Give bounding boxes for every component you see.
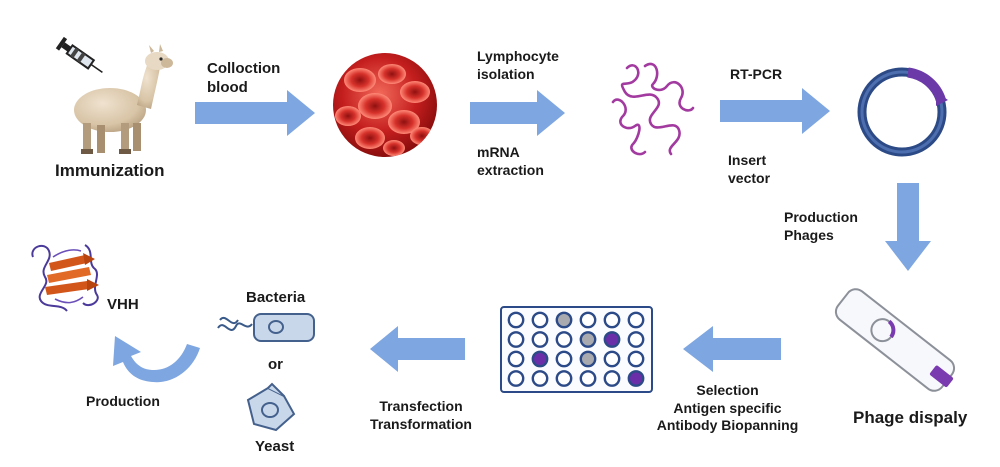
label-insert-line1: Insert [728,152,767,168]
label-insert-line2: vector [728,169,771,186]
label-yeast: Yeast [255,438,295,455]
plate-well [555,370,573,387]
label-collection: Colloction blood [207,60,280,98]
label-prod-phages-line1: Production [784,209,858,225]
label-mrna-line2: extraction [477,161,544,178]
label-lymphocyte-isolation: Lymphocyte isolation [477,48,559,83]
arrow-production-phages [885,183,931,271]
label-selection-line1: Selection [696,382,759,398]
label-insert-vector: Insert vector [728,152,770,187]
plate-well [579,370,597,387]
label-collection-line1: Colloction [207,60,281,77]
phage-slide-icon [834,288,956,392]
label-collection-line2: blood [207,78,248,96]
plate-well [507,311,525,329]
yeast-icon [246,382,296,432]
label-mrna-line1: mRNA [477,144,520,160]
arrow-selection [683,326,781,372]
plate-well [507,331,525,348]
label-transfect-line2: Transformation [370,415,472,432]
plate-well [603,331,621,348]
plate-well [555,331,573,348]
label-production: Production [86,393,160,409]
label-phage-display: Phage dispaly [853,408,968,427]
plasmid-vector-icon [857,67,948,157]
mrna-strand-icon [611,62,695,156]
label-or: or [268,356,283,373]
plate-well [579,311,597,329]
plate-well [507,350,525,368]
label-lymphocyte-line1: Lymphocyte [477,48,559,64]
red-blood-cells-icon [333,53,437,157]
label-selection-line2: Antigen specific [673,399,782,416]
plate-well [531,331,549,348]
plate-well [627,350,645,368]
label-selection-line3: Antibody Biopanning [656,417,799,433]
label-prod-phages-line2: Phages [784,226,834,243]
label-vhh: VHH [107,296,139,313]
plate-well [531,350,549,368]
bacteria-icon [217,313,315,342]
plate-well [507,370,525,387]
plate-well [627,331,645,348]
well-plate-icon [500,306,653,393]
plate-well [531,370,549,387]
arrow-collect-blood [195,90,315,136]
plate-well [531,311,549,329]
label-production-phages: Production Phages [784,209,858,244]
label-selection-biopanning: Selection Antigen specific Antibody Biop… [640,382,815,435]
plate-well [579,331,597,348]
label-rt-pcr: RT-PCR [730,66,783,82]
plate-well [555,350,573,368]
label-mrna-extraction: mRNA extraction [477,144,544,179]
label-immunization: Immunization [55,161,165,180]
label-transfect-line1: Transfection [379,398,463,414]
syringe-icon [55,36,103,74]
label-bacteria: Bacteria [246,289,306,306]
vhh-protein-icon [31,244,99,312]
plate-well [555,311,573,329]
arrow-lymphocyte-isolation [470,90,565,136]
arrow-rt-pcr [720,88,830,134]
arrow-transfection [370,326,465,372]
alpaca-icon [74,44,173,154]
plate-well [603,311,621,329]
label-transfection-transformation: Transfection Transformation [355,398,487,433]
well-plate-grid [507,311,645,387]
plate-well [603,350,621,368]
plate-well [627,370,645,387]
label-lymphocyte-line2: isolation [477,65,535,82]
cycle-arrow-icon [113,336,200,383]
plate-well [627,311,645,329]
plate-well [603,370,621,387]
plate-well [579,350,597,368]
